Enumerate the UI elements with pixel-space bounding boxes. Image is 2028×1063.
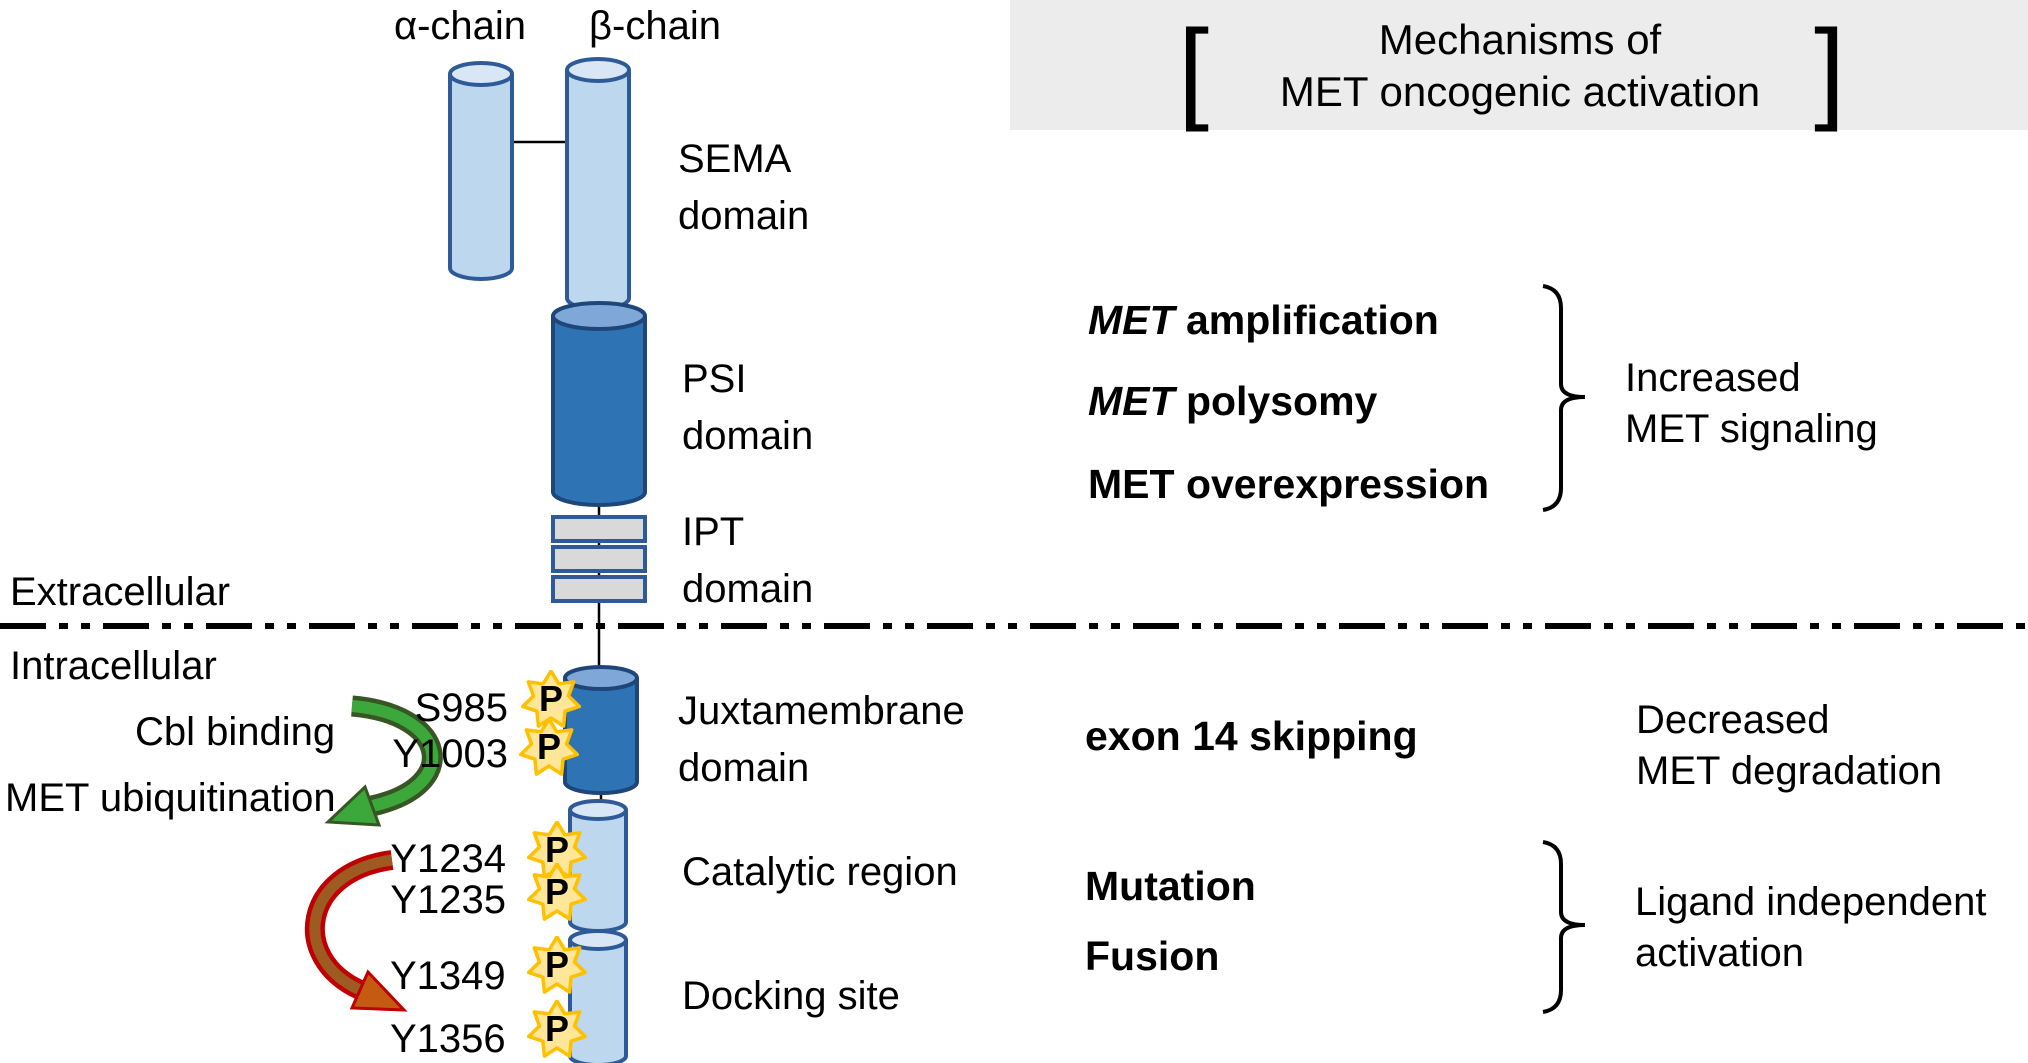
extracellular-label: Extracellular	[10, 570, 231, 614]
header-close-bracket: ]	[1814, 7, 1846, 132]
phospho-star-y1356: P	[527, 1000, 587, 1060]
psi-domain-cylinder	[551, 301, 647, 507]
alpha-chain-label: α-chain	[393, 4, 527, 48]
outcome-ligand-independent: Ligand independent activation	[1635, 880, 1987, 975]
catalytic-region-label: Catalytic region	[682, 850, 958, 894]
juxtamembrane-domain-cylinder	[563, 665, 639, 795]
phospho-label: P	[538, 678, 563, 719]
outcome-decreased-degradation: Decreased MET degradation	[1636, 698, 1943, 793]
psi-domain-label: PSI domain	[682, 357, 814, 458]
docking-site-label: Docking site	[682, 974, 900, 1018]
mechanism-exon14-skipping: exon 14 skipping	[1085, 713, 1418, 759]
juxtamembrane-domain-label: Juxtamembrane domain	[678, 689, 965, 790]
cbl-ubiquitination-arrow	[324, 695, 443, 827]
gene-name: MET	[1088, 297, 1175, 343]
star-icon	[519, 718, 579, 776]
phospho-label: P	[536, 726, 561, 767]
header-background	[1010, 0, 2028, 130]
page-title: Mechanisms of MET oncogenic activation	[1240, 14, 1800, 118]
star-icon	[527, 1000, 587, 1058]
beta-chain-cylinder	[565, 57, 631, 311]
phospho-star-y1003: P	[519, 718, 579, 778]
site-y1234-label: Y1234	[390, 837, 506, 881]
gene-name: MET	[1088, 378, 1175, 424]
sema-domain-label: SEMA domain	[678, 137, 810, 238]
alpha-chain-cylinder	[448, 61, 514, 281]
ligand-activation-brace	[1542, 840, 1586, 1014]
header-open-bracket: [	[1178, 7, 1210, 132]
phospho-label: P	[544, 1008, 569, 1049]
phospho-star-y1349: P	[527, 936, 587, 996]
site-y1349-label: Y1349	[390, 954, 506, 998]
page-title-line1: Mechanisms of	[1378, 16, 1662, 63]
intracellular-label: Intracellular	[10, 644, 217, 688]
gene-name: MET	[1088, 461, 1175, 507]
ipt-domain-rectangles	[551, 515, 647, 603]
star-icon	[521, 670, 581, 728]
catalytic-docking-arrow	[304, 850, 408, 1012]
mechanism-text: amplification	[1174, 297, 1439, 343]
phospho-label: P	[544, 944, 569, 985]
cbl-binding-label: Cbl binding	[135, 710, 336, 754]
site-s985-label: S985	[414, 686, 508, 730]
phospho-star-y1235: P	[527, 863, 587, 923]
outcome-increased-signaling: Increased MET signaling	[1625, 356, 1878, 451]
mechanism-met-overexpression: MET overexpression	[1088, 460, 1489, 509]
mechanism-text: overexpression	[1174, 461, 1490, 507]
star-icon	[527, 863, 587, 921]
mechanism-fusion: Fusion	[1085, 933, 1220, 979]
site-y1356-label: Y1356	[390, 1017, 506, 1061]
mechanism-met-amplification: MET amplification	[1088, 296, 1439, 345]
site-y1235-label: Y1235	[390, 878, 506, 922]
mechanism-text: polysomy	[1174, 378, 1378, 424]
site-y1003-label: Y1003	[392, 732, 508, 776]
phospho-label: P	[544, 871, 569, 912]
phospho-star-s985: P	[521, 670, 581, 730]
page-title-line2: MET oncogenic activation	[1279, 68, 1761, 116]
met-ubiquitination-label: MET ubiquitination	[5, 776, 336, 820]
beta-chain-label: β-chain	[589, 4, 721, 48]
mechanism-mutation: Mutation	[1085, 863, 1256, 909]
ipt-domain-label: IPT domain	[682, 510, 814, 611]
star-icon	[527, 936, 587, 994]
mechanism-met-polysomy: MET polysomy	[1088, 377, 1377, 426]
increased-signaling-brace	[1542, 284, 1586, 512]
